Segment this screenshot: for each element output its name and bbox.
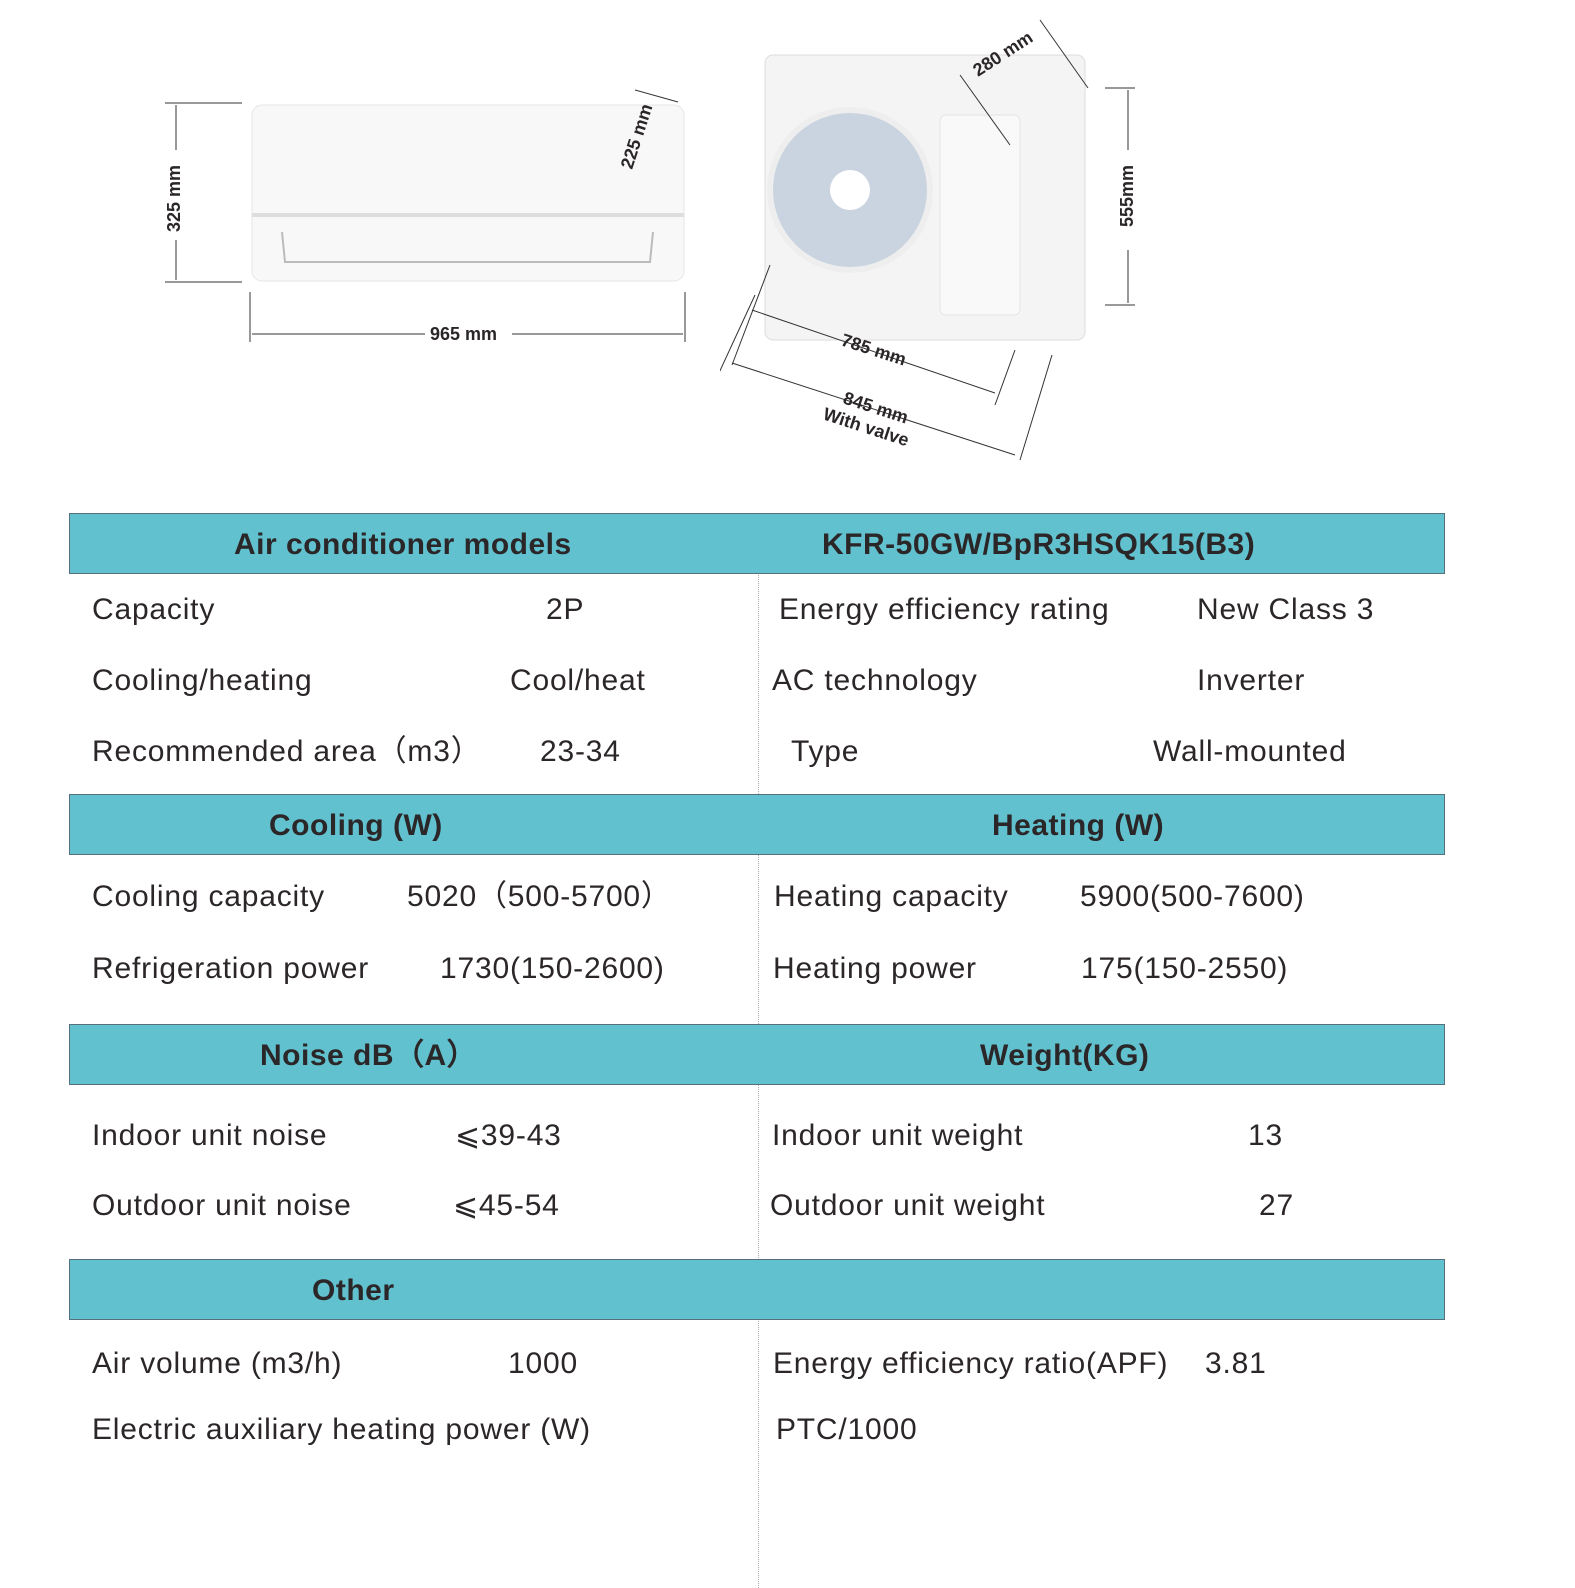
row-label: Indoor unit weight [772,1119,1024,1152]
header-left: Noise dB（A） [260,1039,478,1072]
row-label: Type [791,735,860,768]
row-label: Air volume (m3/h) [92,1347,343,1380]
row-label: Energy efficiency ratio(APF) [773,1347,1169,1380]
row-value: 23-34 [540,735,621,768]
outdoor-unit-diagram: 280 mm 555mm 785 mm 845 mm With valve [720,19,1137,461]
row-label: Heating power [773,952,977,985]
row-value: 3.81 [1205,1347,1267,1380]
row-value: 1730(150-2600) [440,952,665,985]
indoor-unit-diagram: 325 mm 225 mm 965 mm [164,89,686,344]
row-label: Recommended area（m3） [92,735,482,768]
outdoor-height-label: 555mm [1117,165,1137,227]
row-label: Refrigeration power [92,952,369,985]
row-value: 27 [1259,1189,1294,1222]
header-left: Other [312,1274,395,1307]
row-label: Energy efficiency rating [779,593,1110,626]
section-header-cooling: Cooling (W) Heating (W) [69,794,1445,855]
row-value: ⩽45-54 [453,1189,560,1222]
section-header-noise: Noise dB（A） Weight(KG) [69,1024,1445,1085]
row-label: Outdoor unit weight [770,1189,1046,1222]
row-value: PTC/1000 [776,1413,918,1446]
row-label: Cooling/heating [92,664,313,697]
row-label: Heating capacity [774,880,1009,913]
indoor-height-label: 325 mm [164,165,184,232]
row-value: 13 [1248,1119,1283,1152]
row-label: Cooling capacity [92,880,325,913]
row-label: Capacity [92,593,216,626]
row-value: 1000 [508,1347,578,1380]
indoor-width-label: 965 mm [430,324,497,344]
row-value: ⩽39-43 [455,1119,562,1152]
row-label: Outdoor unit noise [92,1189,352,1222]
row-value: Wall-mounted [1153,735,1347,768]
row-value: Cool/heat [510,664,646,697]
row-label: Electric auxiliary heating power (W) [92,1413,591,1446]
header-right: KFR-50GW/BpR3HSQK15(B3) [822,528,1256,561]
row-value: Inverter [1197,664,1306,697]
header-left: Air conditioner models [234,528,572,561]
indoor-unit-body [251,104,685,282]
section-header-models: Air conditioner models KFR-50GW/BpR3HSQK… [69,513,1445,574]
row-value: 175(150-2550) [1081,952,1289,985]
row-value: 2P [546,593,585,626]
row-value: 5020（500-5700） [407,880,672,913]
row-value: 5900(500-7600) [1080,880,1305,913]
header-right: Weight(KG) [980,1039,1150,1072]
row-value: New Class 3 [1197,593,1375,626]
header-left: Cooling (W) [269,809,443,842]
header-right: Heating (W) [992,809,1165,842]
row-label: Indoor unit noise [92,1119,328,1152]
section-header-other: Other [69,1259,1445,1320]
row-label: AC technology [772,664,978,697]
